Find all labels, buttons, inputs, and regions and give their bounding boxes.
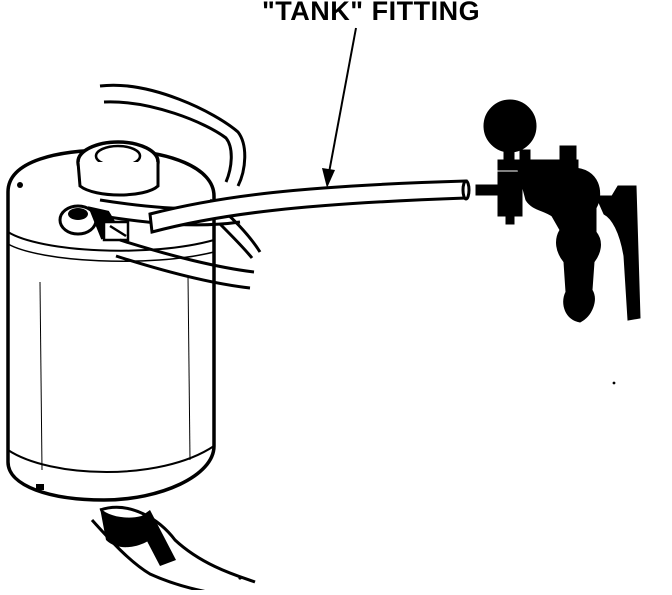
page-marks <box>238 381 616 580</box>
tank-fitting-hose <box>148 179 471 234</box>
tank-fitting-label: "TANK" FITTING <box>262 0 481 26</box>
canister-port <box>58 204 98 236</box>
vacuum-pump <box>475 99 641 323</box>
canister-top-valve <box>76 140 160 197</box>
vapor-canister <box>6 148 216 502</box>
callout-arrow <box>322 27 357 188</box>
bottom-hose <box>90 505 256 595</box>
hose-clamp <box>87 206 130 242</box>
mounting-bracket <box>99 83 247 187</box>
